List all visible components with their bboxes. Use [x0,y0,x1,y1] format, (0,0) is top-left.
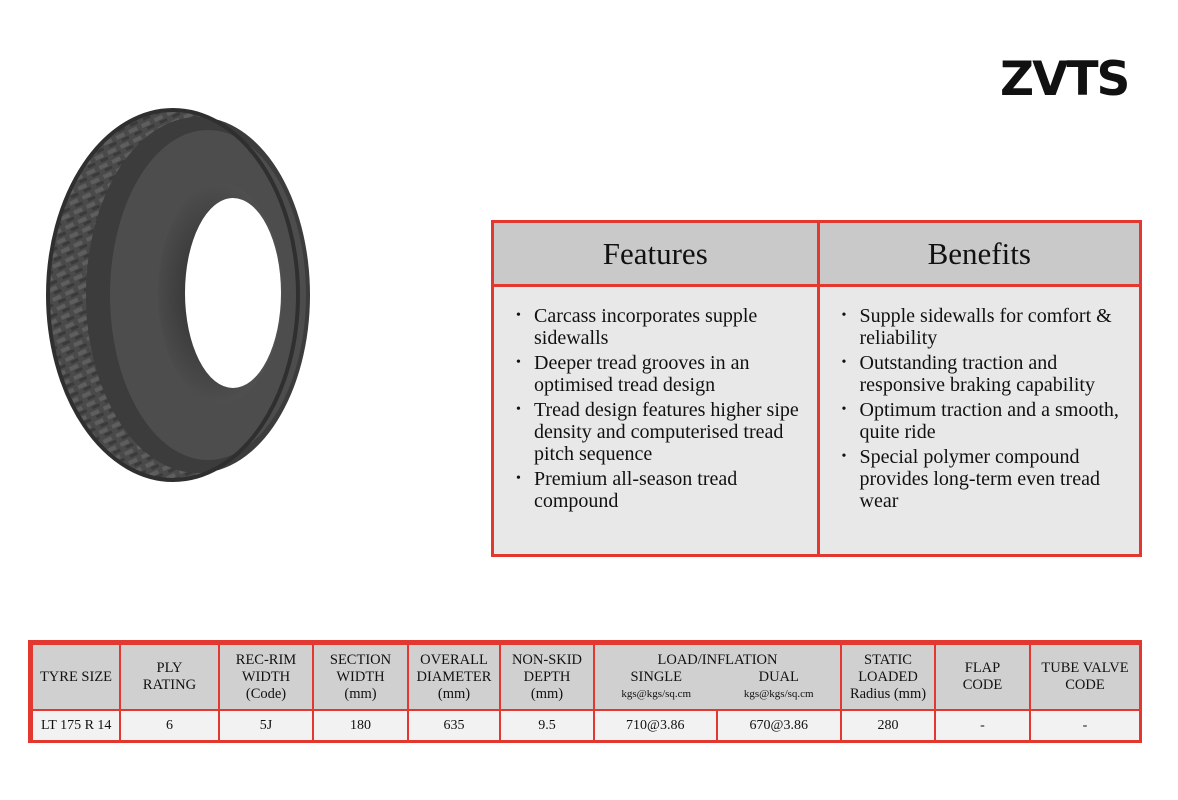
cell-tube-valve: - [1029,709,1141,742]
benefits-column: Benefits •Supple sidewalls for comfort &… [816,223,1140,554]
features-column: Features •Carcass incorporates supple si… [494,223,817,554]
benefits-title: Benefits [819,223,1139,287]
table-row: LT 175 R 14 6 5J 180 635 9.5 710@3.86 67… [31,709,1141,742]
cell-load-inflation: 710@3.86 670@3.86 [593,709,842,742]
cell-static-loaded: 280 [840,709,936,742]
list-item: •Carcass incorporates supple sidewalls [516,305,758,349]
list-item: •Special polymer compound provides long-… [841,446,1100,512]
cell-single: 710@3.86 [595,711,718,740]
cell-non-skid: 9.5 [499,709,595,742]
brand-logo: ZVTS [1000,52,1130,107]
cell-overall-diameter: 635 [407,709,501,742]
tyre-image [46,108,310,482]
cell-rec-rim: 5J [218,709,314,742]
cell-section-width: 180 [312,709,409,742]
list-item: •Premium all-season tread compound [516,468,738,512]
header-tyre-size: TYRE SIZE [31,643,121,711]
cell-dual: 670@3.86 [749,717,808,733]
cell-tyre-size: LT 175 R 14 [31,709,121,742]
list-item: •Supple sidewalls for comfort & reliabil… [841,305,1112,349]
list-item: •Tread design features higher sipe densi… [516,399,799,465]
list-item: •Optimum traction and a smooth, quite ri… [841,399,1119,443]
features-benefits-panel: Features •Carcass incorporates supple si… [491,220,1142,557]
cell-flap-code: - [934,709,1031,742]
cell-ply-rating: 6 [119,709,220,742]
features-list: •Carcass incorporates supple sidewalls •… [494,287,817,515]
list-item: •Outstanding traction and responsive bra… [841,352,1096,396]
benefits-list: •Supple sidewalls for comfort & reliabil… [820,287,1140,515]
list-item: •Deeper tread grooves in an optimised tr… [516,352,750,396]
features-title: Features [494,223,817,287]
